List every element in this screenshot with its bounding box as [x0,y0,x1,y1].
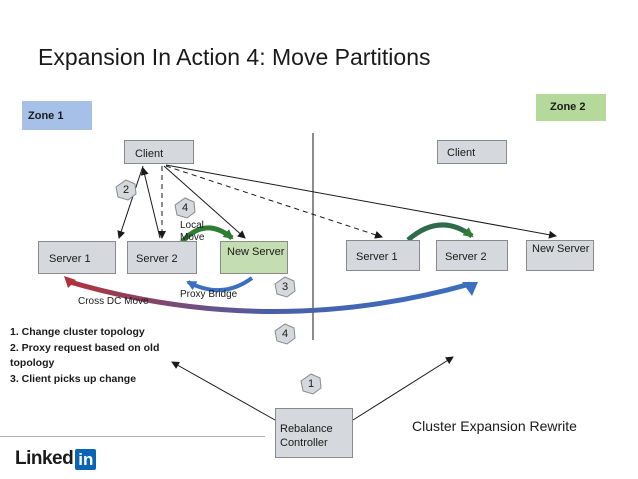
footer-divider [0,436,265,437]
controller-to-zone2-arrow [352,356,454,421]
badge-shape [300,373,322,395]
step-badge-2: 2 [115,179,137,201]
rebalance-controller: Rebalance Controller [275,408,353,458]
step-badge-4-bottom: 4 [274,323,296,345]
controller-to-zone1-arrow [171,361,276,421]
linkedin-logo: Linked in [15,448,97,470]
badge-number: 4 [181,202,189,214]
badge-number: 2 [122,184,130,196]
client-to-server1-solid [117,165,144,239]
badge-number: 3 [281,281,289,293]
steps-list: 1. Change cluster topology 2. Proxy requ… [10,325,160,387]
cross-dc-arrowhead [462,282,478,296]
slide-title: Expansion In Action 4: Move Partitions [38,44,431,70]
logo-in-box: in [75,448,97,470]
client-to-remote-new-server-solid [165,164,557,239]
proxy-bridge-label: Proxy Bridge [180,289,238,300]
badge-shape [274,276,296,298]
step-badge-1: 1 [300,373,322,395]
zone2-text: Zone 2 [550,101,586,113]
new-server-zone1: New Server [220,241,288,274]
badge-number: 1 [307,378,315,390]
badge-shape [174,197,196,219]
client-zone2: Client [437,140,507,164]
new-server-zone2: New Server [526,240,594,271]
step-2: 2. Proxy request based on old topology [10,341,160,370]
server2-zone1: Server 2 [127,241,197,274]
server2-zone2: Server 2 [436,240,508,271]
local-move-label: Local Move [180,220,205,243]
step-1: 1. Change cluster topology [10,326,145,338]
zone2-label: Zone 2 [536,94,606,121]
server1-zone2: Server 1 [346,240,420,271]
cross-dc-move-label: Cross DC Move [78,296,149,307]
remote-move-arrow [406,222,474,242]
proxy-bridge-arrow [186,276,254,293]
client-to-new-server-solid [163,165,246,239]
step-badge-4-top: 4 [174,197,196,219]
zone1-label: Zone 1 [22,101,92,130]
badge-shape [274,323,296,345]
logo-wordmark: Linked [15,448,74,469]
badge-shape [115,179,137,201]
server1-zone1: Server 1 [38,241,116,274]
client-zone1: Client [124,140,194,164]
caption: Cluster Expansion Rewrite [412,418,577,434]
client-to-remote-server1-dashed [165,165,383,239]
zone1-text: Zone 1 [28,110,64,122]
step-badge-3: 3 [274,276,296,298]
cross-dc-move-arrow [69,279,471,314]
server2-to-client-solid [140,167,161,239]
step-3: 3. Client picks up change [10,372,137,385]
badge-number: 4 [281,328,289,340]
cross-dc-tail [64,276,76,288]
local-move-arrow [180,225,234,244]
